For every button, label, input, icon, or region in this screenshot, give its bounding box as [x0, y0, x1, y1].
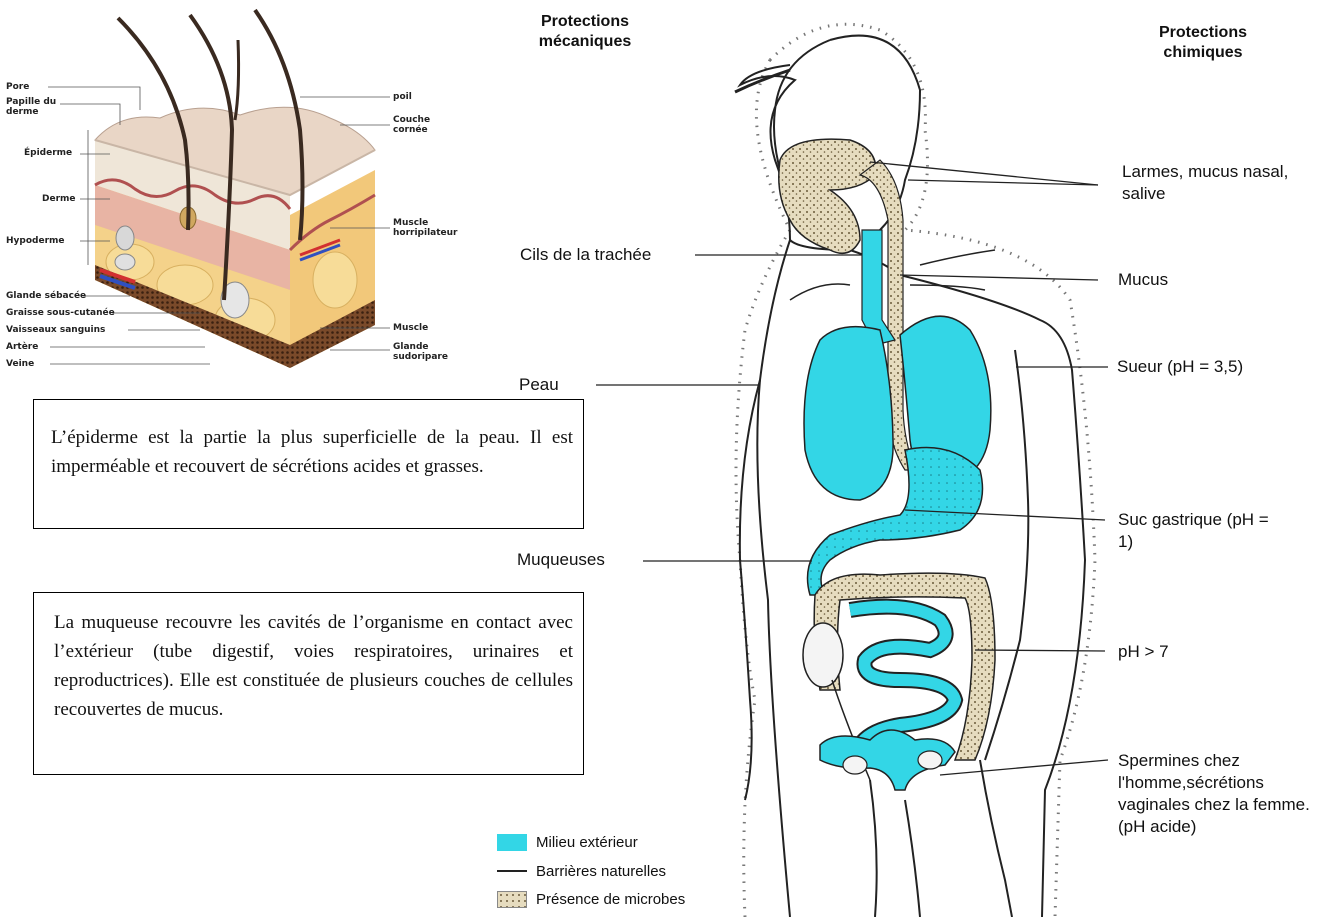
skin-label-vein: Veine	[6, 359, 34, 369]
legend-label-external-medium: Milieu extérieur	[536, 834, 638, 851]
skin-label-artery: Artère	[6, 342, 38, 352]
label-gastric-juice: Suc gastrique (pH = 1)	[1118, 509, 1278, 553]
skin-label-arrector-muscle: Muscle horripilateur	[393, 218, 473, 238]
legend-item-external-medium: Milieu extérieur	[497, 832, 638, 852]
legend-swatch-natural-barriers	[497, 870, 527, 872]
skin-label-hair: poil	[393, 92, 412, 102]
skin-label-sebaceous-gland: Glande sébacée	[6, 291, 86, 301]
label-skin: Peau	[519, 374, 559, 396]
header-chemical-protections: Protections chimiques	[1138, 23, 1268, 63]
skin-label-pore: Pore	[6, 82, 29, 92]
label-tracheal-cilia: Cils de la trachée	[520, 244, 651, 266]
skin-label-blood-vessels: Vaisseaux sanguins	[6, 325, 105, 335]
skin-label-dermis: Derme	[42, 194, 76, 204]
label-ph-above-7: pH > 7	[1118, 641, 1169, 663]
label-sweat: Sueur (pH = 3,5)	[1117, 356, 1243, 378]
skin-label-muscle: Muscle	[393, 323, 428, 333]
skin-label-subcutaneous-fat: Graisse sous-cutanée	[6, 308, 115, 318]
skin-cross-section-diagram: Pore Papille du derme Épiderme Derme Hyp…	[0, 0, 480, 380]
label-spermines-vaginal-secretions: Spermines chez l'homme,sécrétions vagina…	[1118, 750, 1333, 838]
legend-swatch-microbes	[497, 891, 527, 908]
label-mucus: Mucus	[1118, 269, 1168, 291]
label-tears-mucus-saliva: Larmes, mucus nasal, salive	[1122, 161, 1322, 205]
legend-item-microbes: Présence de microbes	[497, 889, 685, 909]
skin-label-sweat-gland: Glande sudoripare	[393, 342, 453, 362]
header-mechanical-protections: Protections mécaniques	[520, 12, 650, 52]
skin-label-epidermis: Épiderme	[24, 148, 72, 158]
label-mucous-membranes: Muqueuses	[517, 549, 605, 571]
legend-label-microbes: Présence de microbes	[536, 891, 685, 908]
legend-swatch-external-medium	[497, 834, 527, 851]
skin-label-hypodermis: Hypoderme	[6, 236, 65, 246]
skin-label-dermal-papilla: Papille du derme	[6, 97, 61, 117]
skin-label-stratum-corneum: Couche cornée	[393, 115, 443, 135]
legend-label-natural-barriers: Barrières naturelles	[536, 863, 666, 880]
legend-item-natural-barriers: Barrières naturelles	[497, 861, 666, 881]
